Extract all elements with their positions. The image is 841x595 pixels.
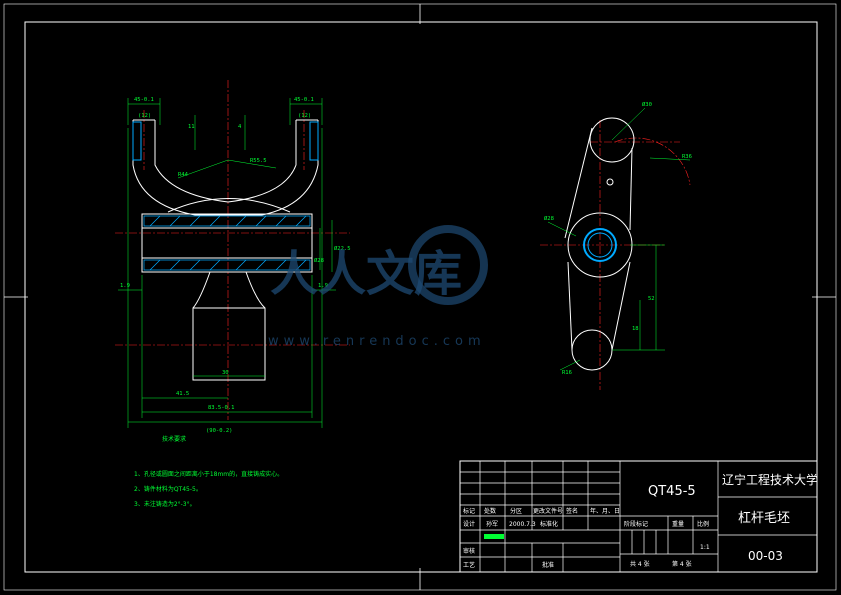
dim-30: 30 (222, 370, 229, 376)
dim-phi-top: Ø30 (642, 101, 652, 108)
tech-note-3: 3、未注铸造为2°-3°。 (134, 500, 196, 508)
dim-11: 11 (188, 124, 195, 130)
dim-83: 83.5-0.1 (208, 405, 235, 411)
rev-header-5: 年、月、日 (590, 507, 620, 515)
rev-header-0: 标记 (463, 507, 475, 515)
slot-hatch (132, 121, 319, 161)
design-label: 设计 (463, 520, 475, 528)
dim-52: 52 (648, 296, 655, 302)
weight-label: 重量 (672, 520, 684, 528)
trim-marks (3, 3, 837, 591)
review-label: 审核 (463, 547, 475, 555)
sheet-total: 共 4 张 (630, 560, 650, 568)
hub-outline (141, 213, 313, 273)
signature-mark (484, 534, 504, 539)
rev-header-2: 分区 (510, 507, 522, 515)
standardization-label: 标准化 (540, 520, 558, 528)
stem-outline (192, 271, 266, 381)
tech-notes: 技术要求 1、孔径或圆面之间距离小于18mm的，直接铸成实心。 2、铸件材料为Q… (134, 435, 283, 508)
part-name-text: 杠杆毛坯 (738, 510, 790, 526)
front-dimension-labels: 45-0.1 (12) 45-0.1 (12) 11 4 R44 R55.5 Ø… (120, 97, 351, 434)
drawing-frame (24, 21, 818, 573)
side-dimension-lines (547, 107, 691, 371)
dim-right-1-9: 1.9 (318, 283, 328, 289)
fork-outline (132, 119, 319, 216)
watermark: 人人文库 www.renrendoc.com (268, 225, 488, 349)
lever-outline (564, 117, 635, 371)
dim-left-1-9: 1.9 (120, 283, 130, 289)
dim-bore: Ø28 (314, 257, 324, 264)
designer-name: 孙军 (486, 520, 498, 528)
dim-slot-left-sub: (12) (138, 113, 151, 119)
tech-note-2: 2、铸件材料为QT45-5。 (134, 485, 202, 493)
design-date: 2000.7.3 (509, 521, 536, 528)
dim-slot-left: 45-0.1 (134, 97, 154, 103)
sheet-current: 第 4 张 (672, 560, 692, 568)
scale-value: 1:1 (700, 544, 710, 551)
dim-4: 4 (238, 124, 242, 130)
title-block-text: QT45-5 辽宁工程技术大学 杠杆毛坯 00-03 标记 处数 分区 更改文件… (463, 472, 818, 569)
dim-r55: R55.5 (250, 158, 267, 164)
dim-slot-right: 45-0.1 (294, 97, 314, 103)
hub-hatch (143, 215, 311, 271)
process-label: 工艺 (463, 561, 475, 569)
watermark-url: www.renrendoc.com (268, 334, 486, 349)
rev-header-3: 更改文件号 (533, 507, 563, 515)
drawing-number-text: 00-03 (748, 549, 783, 563)
dim-slot-right-sub: (12) (298, 113, 311, 119)
school-text: 辽宁工程技术大学 (722, 472, 818, 487)
lever-bore (583, 228, 617, 262)
tech-note-1: 1、孔径或圆面之间距离小于18mm的，直接铸成实心。 (134, 470, 283, 478)
material-text: QT45-5 (648, 484, 696, 499)
rev-header-1: 处数 (484, 507, 496, 515)
dim-bore-b: Ø22.5 (334, 245, 351, 252)
title-block (459, 460, 818, 573)
watermark-text: 人人文库 (270, 246, 462, 302)
dim-18: 18 (632, 326, 639, 332)
dim-r-bottom: R16 (562, 370, 572, 376)
front-view (115, 80, 350, 428)
front-centerlines (115, 80, 350, 420)
dim-phi-mid: Ø28 (544, 215, 554, 222)
stage-mark-label: 阶段标记 (624, 520, 648, 528)
dim-r44: R44 (178, 172, 189, 178)
side-dimension-labels: Ø30 R36 Ø28 52 18 R16 (544, 101, 692, 376)
front-dimension-lines (118, 98, 336, 428)
dim-90: (90-0.2) (206, 428, 233, 434)
approve-label: 批准 (542, 561, 554, 569)
rev-header-4: 签名 (566, 507, 578, 515)
dim-41-5: 41.5 (176, 391, 189, 397)
side-view (540, 107, 691, 390)
dim-r-top: R36 (682, 154, 692, 160)
watermark-logo-icon (408, 225, 488, 305)
tech-notes-title: 技术要求 (162, 435, 186, 443)
scale-label: 比例 (697, 520, 709, 528)
